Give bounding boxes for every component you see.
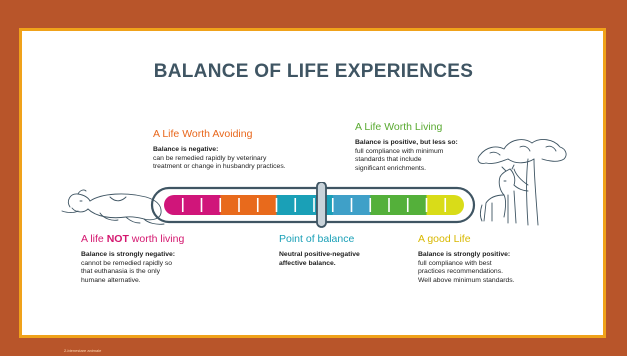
heading-good-life: A good Life	[418, 233, 471, 245]
line-balance-2: affective balance.	[279, 259, 336, 267]
scale-segment	[370, 195, 390, 215]
balance-scale	[150, 182, 476, 228]
scale-segment	[445, 195, 464, 215]
line-good-1: full compliance with best	[418, 259, 492, 267]
text-good-life: Balance is strongly positive: full compl…	[418, 251, 548, 285]
text-life-worth-avoiding: Balance is negative: can be remedied rap…	[153, 146, 323, 172]
scale-segment	[332, 195, 352, 215]
text-life-not-worth-living: Balance is strongly negative: cannot be …	[81, 251, 221, 285]
scale-segment	[407, 195, 427, 215]
page-title: BALANCE OF LIFE EXPERIENCES	[153, 61, 474, 82]
scale-segment	[182, 195, 202, 215]
heading-point-of-balance: Point of balance	[279, 233, 355, 245]
line-living-2: standards that include	[355, 156, 422, 164]
line-good-2: practices recommendations.	[418, 268, 503, 276]
scale-segment	[220, 195, 240, 215]
line-balance-1: Neutral positive-negative	[279, 251, 360, 258]
text-life-worth-living: Balance is positive, but less so: full c…	[355, 139, 467, 173]
footer-credit: 2-bienestare animale	[64, 348, 102, 353]
scale-segment	[295, 195, 315, 215]
infographic-card	[19, 28, 606, 338]
balance-pointer	[316, 182, 327, 228]
heading-life-not-worth-living: A life NOT worth living	[81, 233, 184, 245]
scale-segment	[426, 195, 446, 215]
scale-segment	[201, 195, 221, 215]
scale-segment	[257, 195, 277, 215]
line-living-3: significant enrichments.	[355, 164, 427, 172]
bold-life-not-worth: Balance is strongly negative:	[81, 251, 176, 258]
scale-segment	[239, 195, 259, 215]
lying-cow-illustration	[61, 189, 165, 225]
heading-not-post: worth living	[128, 233, 185, 245]
line-living-1: full compliance with minimum	[355, 147, 444, 155]
bold-life-worth-avoiding: Balance is negative:	[153, 146, 219, 153]
bold-life-worth-living: Balance is positive, but less so:	[355, 139, 458, 146]
line-not-worth-1: cannot be remedied rapidly so	[81, 259, 173, 267]
line-not-worth-2: that euthanasia is the only	[81, 268, 160, 276]
line-avoiding-1: can be remedied rapidly by veterinary	[153, 154, 267, 162]
heading-not-pre: A life	[81, 233, 107, 245]
heading-life-worth-living: A Life Worth Living	[355, 121, 443, 133]
bold-good-life: Balance is strongly positive:	[418, 251, 511, 258]
heading-not-bold: NOT	[106, 233, 129, 245]
scale-segment	[389, 195, 409, 215]
tree-and-cow-illustration	[477, 139, 567, 226]
line-good-3: Well above minimum standards.	[418, 276, 515, 284]
line-avoiding-2: treatment or change in husbandry practic…	[153, 163, 286, 171]
line-not-worth-3: humane alternative.	[81, 276, 141, 284]
scale-segments	[164, 195, 464, 215]
heading-life-worth-avoiding: A Life Worth Avoiding	[153, 128, 253, 140]
text-point-of-balance: Neutral positive-negative affective bala…	[279, 251, 399, 268]
scale-segment	[164, 195, 184, 215]
scale-segment	[351, 195, 371, 215]
scale-segment	[276, 195, 296, 215]
